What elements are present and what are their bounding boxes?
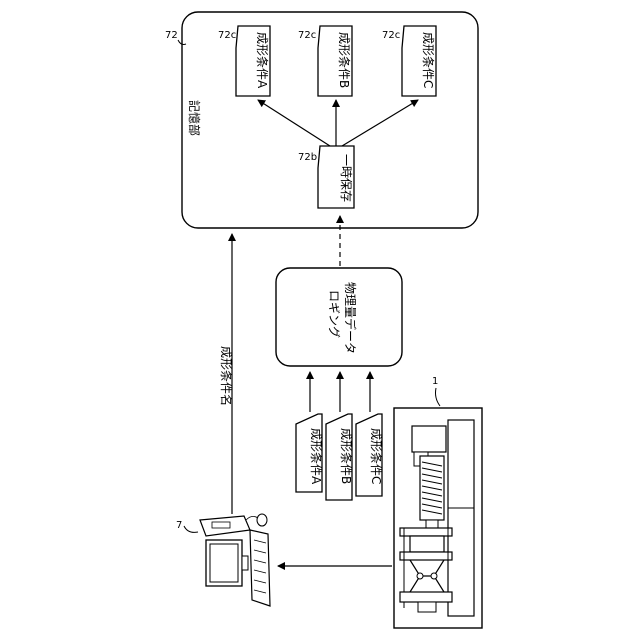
machine-hopper <box>412 426 446 452</box>
machine-rear-platen <box>400 592 452 602</box>
storage-label: 記憶部 <box>187 100 202 136</box>
molding-machine: 1 <box>394 376 482 628</box>
stored-condition-c-ref: 72c <box>382 30 400 41</box>
machine-moving-platen <box>400 552 452 560</box>
machine-fixed-platen <box>400 528 452 536</box>
machine-ref-leader <box>436 388 441 406</box>
logging-label-line1: 物理量データ <box>343 282 358 354</box>
computer: 7 <box>176 514 270 606</box>
machine-toggle-pin-1 <box>417 573 423 579</box>
temp-store: 72b 一時保存 <box>298 146 354 208</box>
stored-condition-c: 72c 成形条件C <box>382 26 436 96</box>
stored-condition-b-ref: 72c <box>298 30 316 41</box>
input-doc-c-label: 成形条件C <box>369 428 383 484</box>
computer-screen <box>210 544 238 582</box>
machine-toggle-pin-2 <box>431 573 437 579</box>
temp-store-ref: 72b <box>298 152 317 163</box>
machine-mold <box>410 536 444 552</box>
machine-base <box>448 420 474 616</box>
storage-ref: 72 <box>165 30 178 41</box>
computer-ref-leader <box>184 526 198 532</box>
computer-ref: 7 <box>176 520 182 531</box>
temp-store-label: 一時保存 <box>339 154 353 202</box>
logging-label-line2: ロギング <box>327 290 341 338</box>
stored-condition-b-label: 成形条件B <box>337 32 351 88</box>
input-doc-b-label: 成形条件B <box>339 428 353 484</box>
input-doc-a: 成形条件A <box>296 414 323 492</box>
flow-label: 成形条件名 <box>219 346 234 406</box>
machine-cylinder <box>418 602 436 612</box>
machine-nozzle <box>426 520 438 528</box>
stored-condition-c-label: 成形条件C <box>421 32 435 88</box>
arrow-temp-to-a <box>258 100 330 146</box>
computer-monitor-stand <box>242 556 248 570</box>
machine-ref: 1 <box>432 376 438 387</box>
computer-mouse-cable <box>246 516 258 520</box>
stored-condition-b: 72c 成形条件B <box>298 26 352 96</box>
arrow-temp-to-c <box>342 100 418 146</box>
stored-condition-a-ref: 72c <box>218 30 236 41</box>
computer-drive <box>212 522 230 528</box>
input-doc-b: 成形条件B <box>326 414 353 500</box>
stored-condition-a: 72c 成形条件A <box>218 26 270 96</box>
input-doc-a-label: 成形条件A <box>309 428 323 485</box>
stored-condition-a-label: 成形条件A <box>255 32 269 89</box>
computer-mouse <box>257 514 267 526</box>
input-doc-c: 成形条件C <box>356 414 383 496</box>
